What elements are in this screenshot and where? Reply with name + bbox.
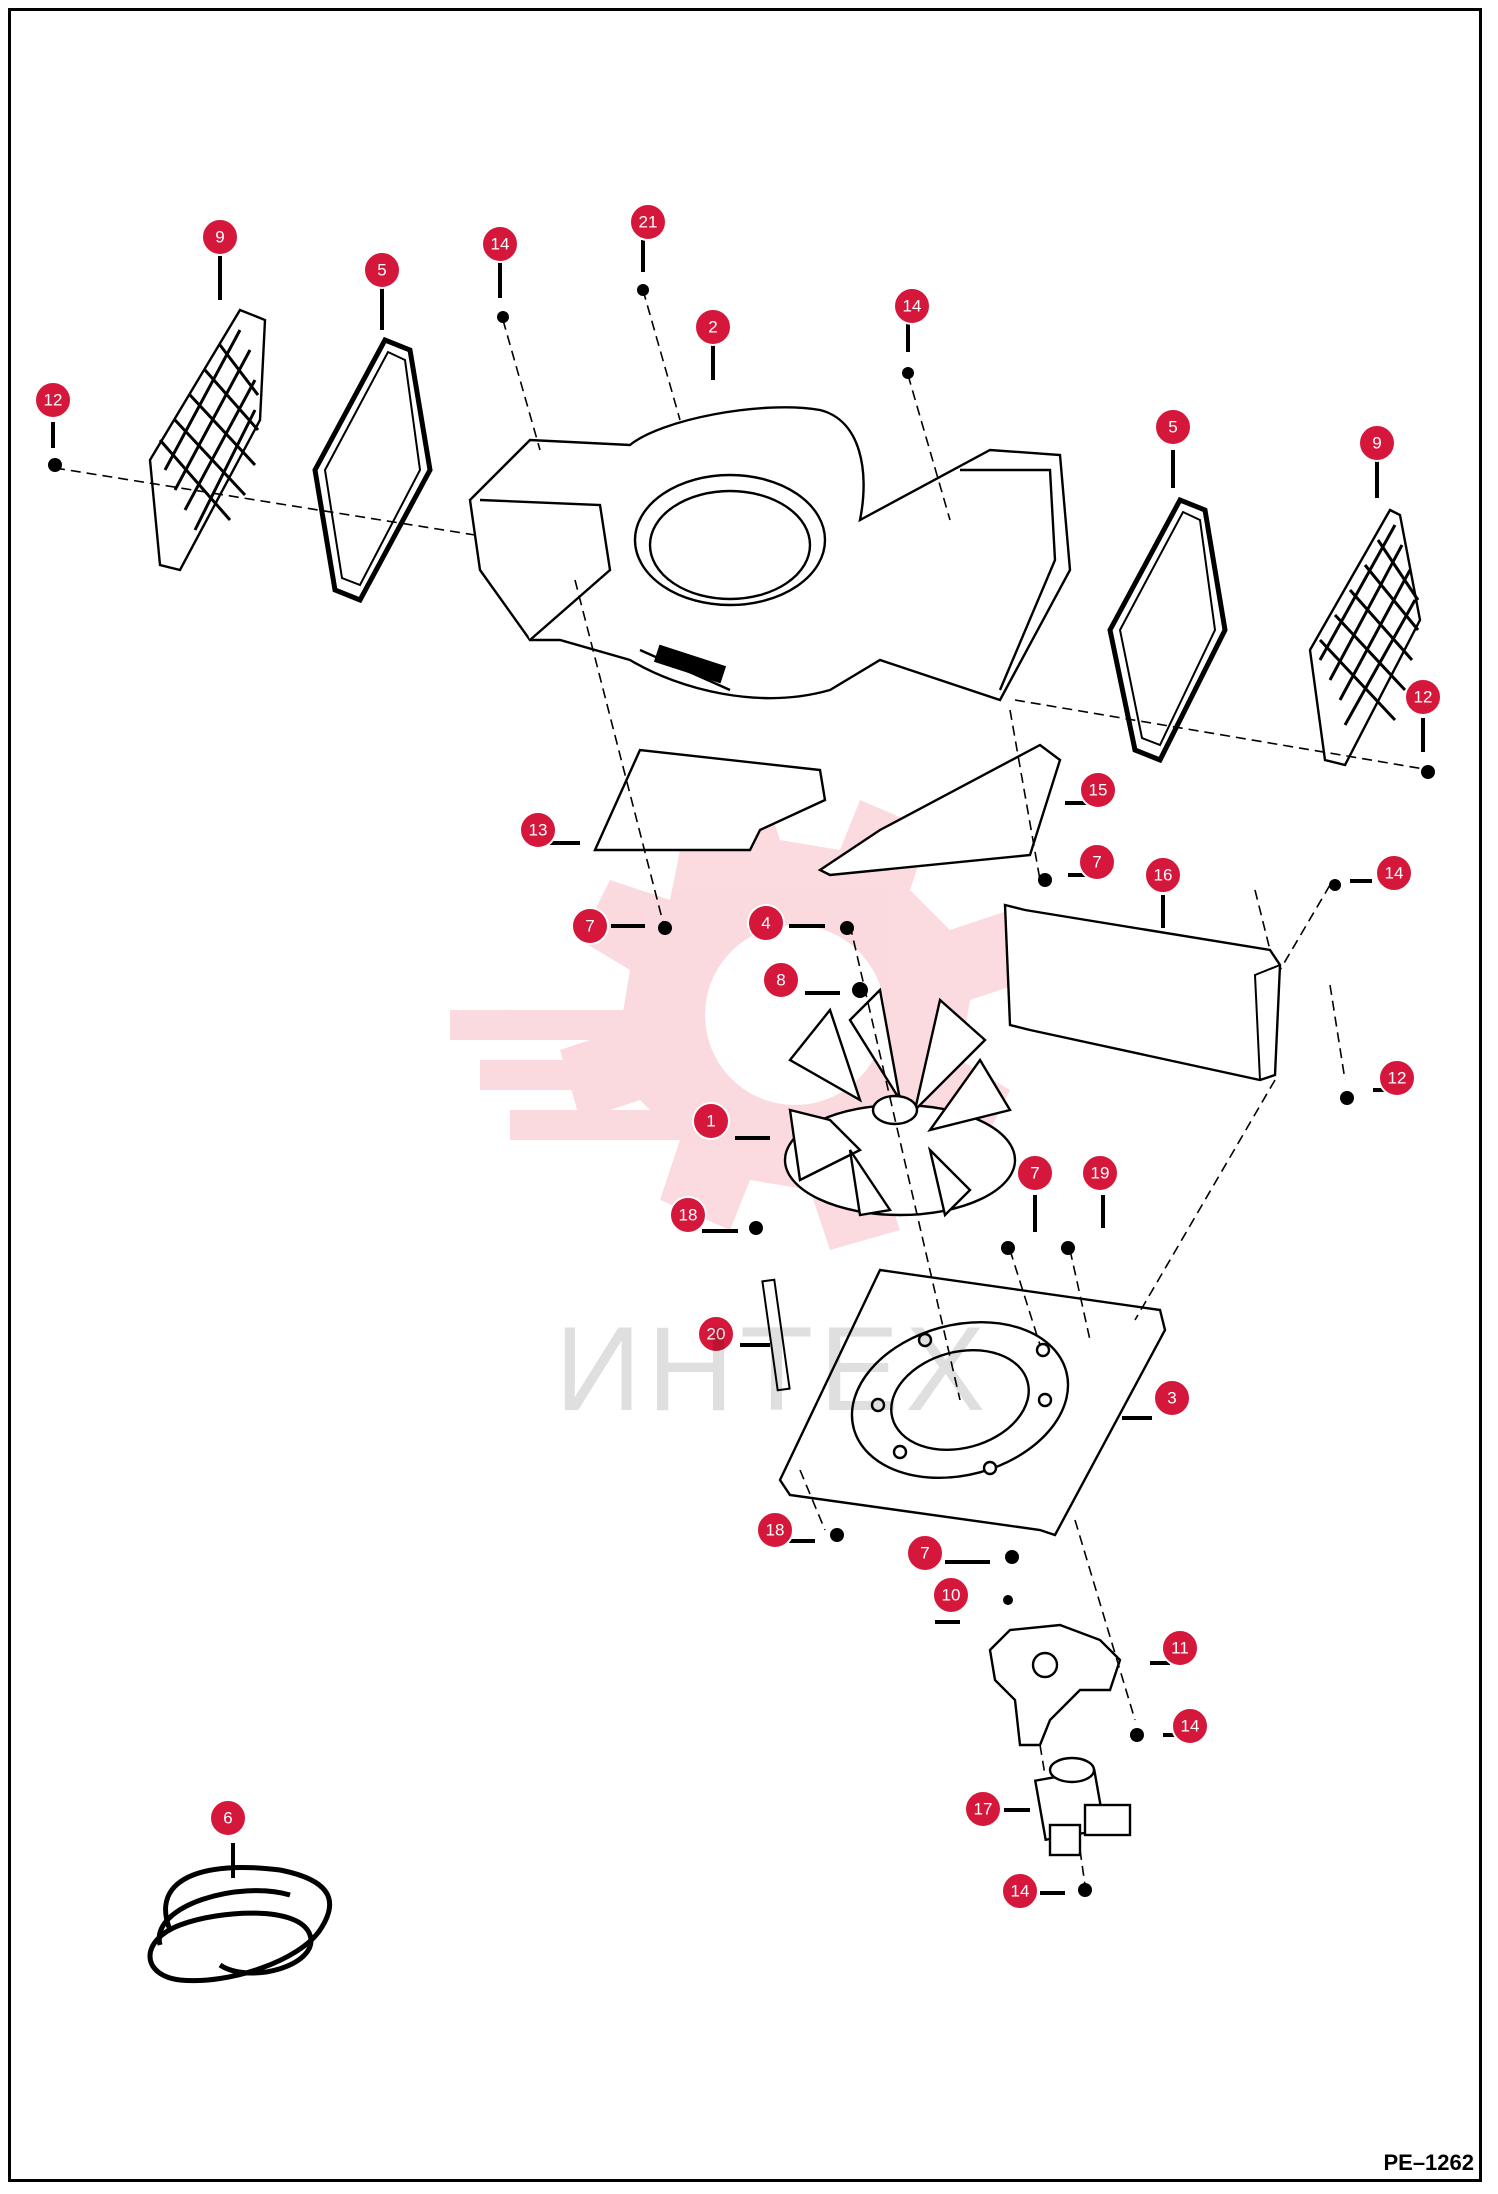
plate-15 (817, 743, 1062, 877)
callout-14-top-left: 14 (481, 225, 519, 263)
bracket-16 (1003, 903, 1282, 1082)
watermark-text: ИНТЕХ (555, 1302, 992, 1436)
svg-text:14: 14 (1181, 1717, 1200, 1736)
svg-text:12: 12 (1388, 1069, 1407, 1088)
callout-15: 15 (1079, 771, 1117, 809)
left-seal (312, 336, 433, 604)
callout-7-d: 7 (906, 1534, 944, 1572)
svg-text:9: 9 (1372, 434, 1381, 453)
assembly-lines (54, 289, 1431, 1886)
svg-text:14: 14 (1011, 1882, 1030, 1901)
callout-13: 13 (519, 811, 557, 849)
svg-text:7: 7 (920, 1544, 929, 1563)
plate-13 (593, 748, 827, 852)
svg-text:5: 5 (1168, 418, 1177, 437)
svg-text:21: 21 (639, 213, 658, 232)
callout-9-right: 9 (1358, 424, 1396, 462)
callout-5-right: 5 (1154, 408, 1192, 446)
callout-18-b: 18 (756, 1511, 794, 1549)
svg-text:7: 7 (585, 917, 594, 936)
blower-housing (468, 406, 1072, 702)
hose-6 (147, 1865, 332, 1984)
svg-text:3: 3 (1167, 1389, 1176, 1408)
callout-12-c: 12 (1378, 1059, 1416, 1097)
svg-text:20: 20 (707, 1325, 726, 1344)
svg-text:19: 19 (1091, 1164, 1110, 1183)
callout-14-d: 14 (1171, 1707, 1209, 1745)
svg-text:2: 2 (708, 318, 717, 337)
callout-21: 21 (629, 203, 667, 241)
callout-17: 17 (964, 1790, 1002, 1828)
svg-text:18: 18 (679, 1206, 698, 1225)
svg-text:8: 8 (776, 971, 785, 990)
callout-4: 4 (747, 904, 785, 942)
svg-text:14: 14 (903, 297, 922, 316)
bracket-11 (988, 1623, 1122, 1747)
right-grille (1308, 508, 1422, 767)
svg-text:7: 7 (1092, 853, 1101, 872)
svg-text:12: 12 (1414, 688, 1433, 707)
callout-14-top-right: 14 (893, 287, 931, 325)
callout-7-c: 7 (1016, 1154, 1054, 1192)
callout-18-a: 18 (669, 1196, 707, 1234)
svg-text:14: 14 (1385, 864, 1404, 883)
svg-text:5: 5 (377, 261, 386, 280)
svg-text:4: 4 (761, 914, 770, 933)
callout-6: 6 (209, 1799, 247, 1837)
blower-fan (783, 987, 1017, 1218)
page-code: PE–1262 (1383, 2150, 1474, 2175)
svg-text:9: 9 (215, 228, 224, 247)
svg-text:12: 12 (44, 391, 63, 410)
callout-20: 20 (697, 1315, 735, 1353)
svg-text:17: 17 (974, 1800, 993, 1819)
svg-text:7: 7 (1030, 1164, 1039, 1183)
callout-14-e: 14 (1001, 1872, 1039, 1910)
right-seal (1107, 496, 1228, 764)
callout-12-left: 12 (34, 381, 72, 419)
callout-8: 8 (762, 961, 800, 999)
callout-11: 11 (1161, 1629, 1199, 1667)
callout-10: 10 (932, 1576, 970, 1614)
svg-text:13: 13 (529, 821, 548, 840)
left-grille (148, 308, 267, 572)
svg-text:18: 18 (766, 1521, 785, 1540)
callout-3: 3 (1153, 1379, 1191, 1417)
callout-19: 19 (1081, 1154, 1119, 1192)
svg-text:16: 16 (1154, 866, 1173, 885)
callout-7-a: 7 (571, 907, 609, 945)
svg-text:15: 15 (1089, 781, 1108, 800)
callout-5-left: 5 (363, 251, 401, 289)
actuator-17 (1033, 1756, 1132, 1857)
callout-2: 2 (694, 308, 732, 346)
callout-9-left: 9 (201, 218, 239, 256)
callout-12-right: 12 (1404, 678, 1442, 716)
svg-text:14: 14 (491, 235, 510, 254)
callout-1: 1 (692, 1102, 730, 1140)
callout-14-c: 14 (1375, 854, 1413, 892)
svg-text:1: 1 (706, 1112, 715, 1131)
svg-text:11: 11 (1171, 1639, 1189, 1658)
svg-text:6: 6 (223, 1809, 232, 1828)
rod-20 (761, 1278, 791, 1392)
callout-16: 16 (1144, 856, 1182, 894)
hardware-fasteners (48, 284, 1435, 1897)
callout-7-b: 7 (1078, 843, 1116, 881)
mounting-plate-3 (778, 1268, 1167, 1537)
svg-text:10: 10 (942, 1586, 961, 1605)
